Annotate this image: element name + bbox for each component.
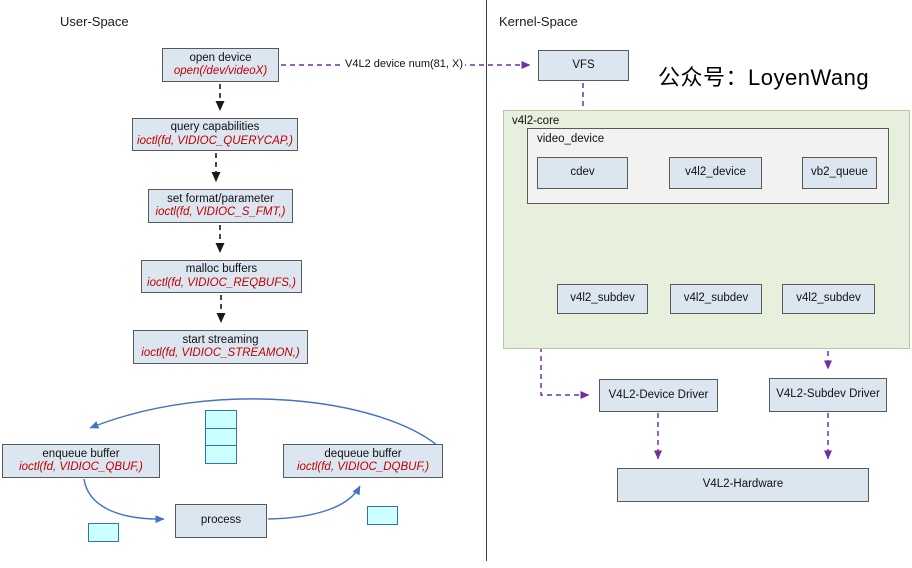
step-code: ioctl(fd, VIDIOC_QUERYCAP,) (137, 134, 293, 147)
step-code: open(/dev/videoX) (173, 65, 268, 77)
device-num-arrow-label: V4L2 device num(81, X) (343, 58, 466, 70)
flow-step-process: process (175, 504, 267, 538)
v4l2-core-label: v4l2-core (512, 115, 560, 127)
step-code: ioctl(fd, VIDIOC_REQBUFS,) (147, 276, 296, 289)
user-space-label: User-Space (60, 14, 129, 29)
flow-step-enqueue-buffer: enqueue buffer ioctl(fd, VIDIOC_QBUF,) (2, 444, 160, 478)
v4l2-subdev-driver-box: V4L2-Subdev Driver (769, 378, 887, 412)
step-title: dequeue buffer (324, 447, 402, 460)
step-code: ioctl(fd, VIDIOC_QBUF,) (19, 461, 143, 473)
kernel-space-label: Kernel-Space (499, 14, 578, 29)
streaming-loop-curves (83, 398, 439, 524)
v4l2-hardware-box: V4L2-Hardware (617, 468, 869, 502)
buffer-cell (205, 445, 237, 464)
buffer-box (88, 523, 119, 542)
v4l2-subdev-box: v4l2_subdev (557, 284, 648, 314)
step-title: set format/parameter (167, 192, 274, 205)
v4l2-device-driver-box: V4L2-Device Driver (599, 379, 718, 412)
vb2-queue-box: vb2_queue (802, 157, 877, 189)
flow-step-dequeue-buffer: dequeue buffer ioctl(fd, VIDIOC_DQBUF,) (283, 444, 443, 478)
video-device-label: video_device (537, 133, 605, 145)
step-title: malloc buffers (185, 263, 258, 276)
step-title: query capabilities (170, 121, 260, 134)
vfs-box: VFS (538, 50, 629, 81)
step-title: start streaming (182, 333, 259, 346)
v4l2-device-box: v4l2_device (669, 157, 762, 189)
flow-step-query-capabilities: query capabilities ioctl(fd, VIDIOC_QUER… (132, 118, 298, 151)
flow-step-arrows (211, 84, 226, 323)
buffer-queue-stack (205, 410, 237, 464)
cdev-box: cdev (537, 157, 628, 189)
buffer-box (367, 506, 398, 525)
step-code: ioctl(fd, VIDIOC_DQBUF,) (296, 461, 430, 473)
step-code: ioctl(fd, VIDIOC_S_FMT,) (155, 206, 286, 218)
step-title: enqueue buffer (42, 447, 120, 460)
step-code: ioctl(fd, VIDIOC_STREAMON,) (141, 347, 300, 359)
buffer-cell (205, 427, 237, 447)
flow-step-open-device: open device open(/dev/videoX) (162, 48, 279, 82)
v4l2-subdev-box: v4l2_subdev (782, 284, 875, 314)
flow-step-set-format: set format/parameter ioctl(fd, VIDIOC_S_… (148, 189, 293, 223)
flow-step-malloc-buffers: malloc buffers ioctl(fd, VIDIOC_REQBUFS,… (141, 260, 302, 293)
v4l2-subdev-box: v4l2_subdev (670, 284, 762, 314)
watermark-text: 公众号：LoyenWang (658, 65, 870, 90)
step-title: open device (189, 51, 252, 64)
buffer-cell (205, 410, 237, 429)
flow-step-start-streaming: start streaming ioctl(fd, VIDIOC_STREAMO… (133, 330, 308, 364)
